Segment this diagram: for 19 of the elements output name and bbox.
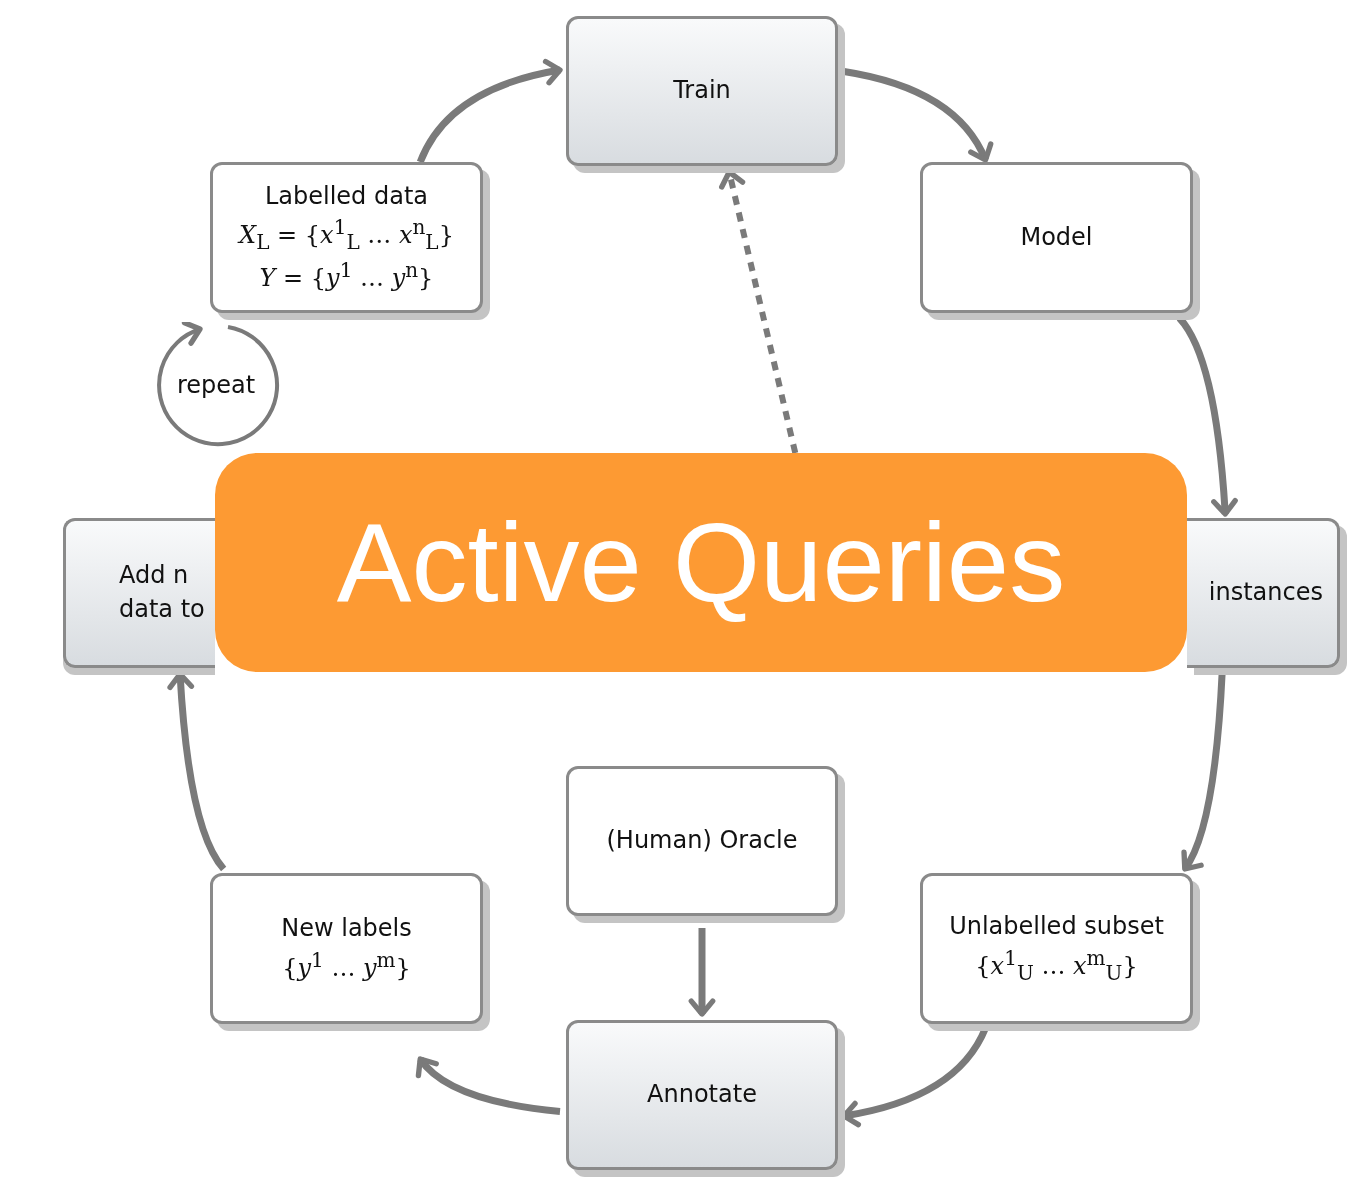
arrow — [417, 59, 563, 164]
banner-heading: Active Queries — [336, 500, 1066, 625]
arrow — [843, 68, 993, 163]
banner — [215, 453, 1187, 672]
node-label: Train — [673, 75, 731, 107]
node-label: New labels — [281, 912, 412, 944]
node-label: Add n data to — [119, 560, 206, 625]
node-label: Annotate — [647, 1079, 757, 1111]
formula: X$_{L}$ = {x$^{1}$$_{L}$ … x$^{n}$$_{L}$} — [239, 214, 454, 256]
node-label: repeat — [176, 370, 256, 402]
formula: Y = {y$^{1}$ … y$^{n}$} — [259, 256, 434, 294]
node-label: instances — [1208, 577, 1323, 609]
node-label: (Human) Oracle — [606, 825, 798, 857]
arrow — [416, 1056, 561, 1115]
formula: {y$^{1}$ … y$^{m}$} — [282, 946, 411, 984]
node-label: Labelled data — [264, 180, 429, 212]
node-label: Unlabelled subset — [949, 911, 1164, 943]
formula: {x$^{1}$$_{U}$ … x$^{m}$$_{U}$} — [975, 944, 1138, 987]
node-label: Model — [1020, 221, 1093, 253]
